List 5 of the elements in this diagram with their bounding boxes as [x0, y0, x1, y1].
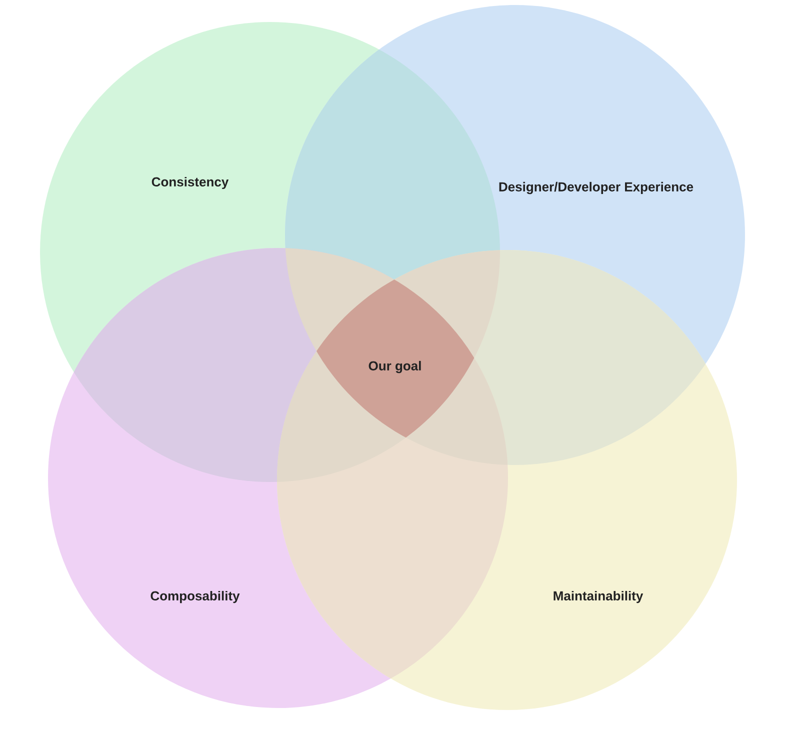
circle-label: Consistency — [152, 176, 229, 190]
goal-label: Our goal — [368, 360, 421, 374]
circle-label: Composability — [150, 590, 240, 604]
circle-label: Designer/Developer Experience — [499, 182, 694, 194]
circle-label: Maintainability — [554, 590, 644, 604]
